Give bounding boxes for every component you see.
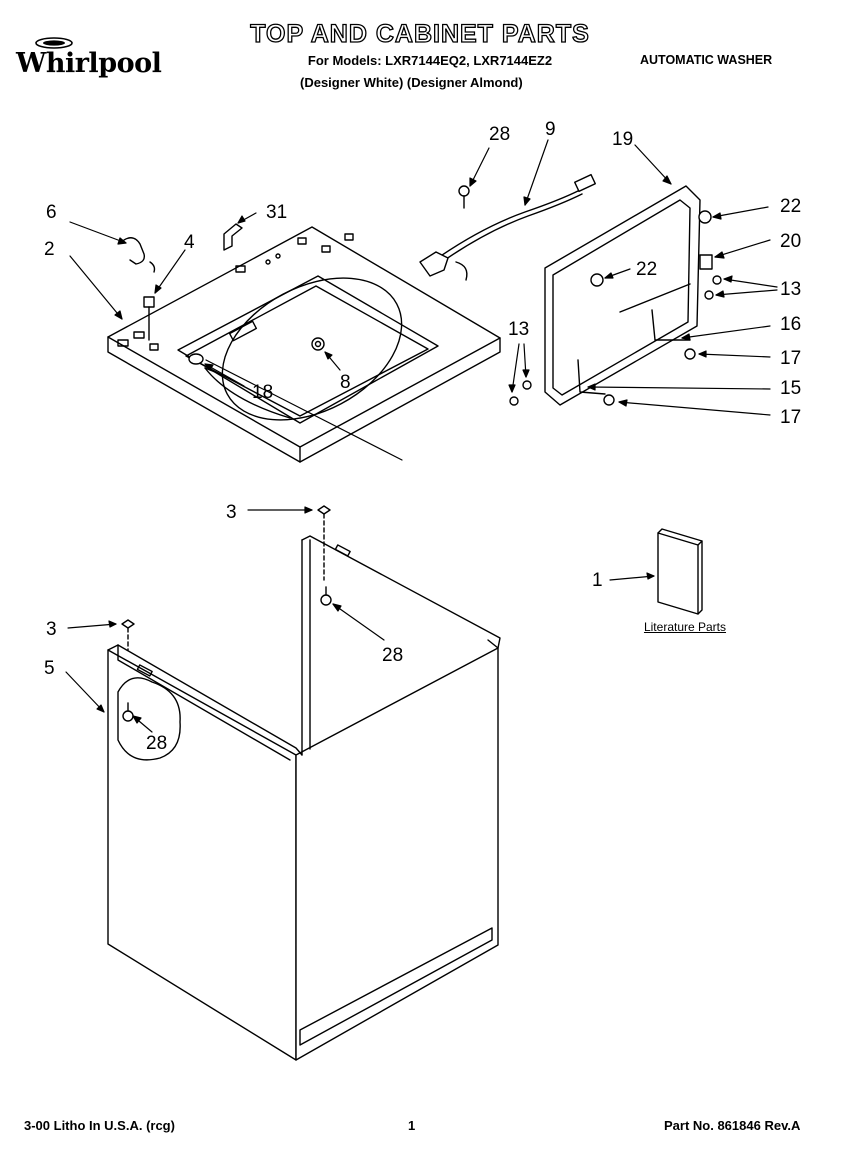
literature-parts-label: Literature Parts: [643, 620, 727, 634]
callout-28-mid: 28: [382, 645, 403, 666]
part-17-bushing-lower: [603, 394, 615, 406]
washer-top-panel: [107, 226, 501, 463]
brand-name: Whirlpool: [16, 48, 162, 79]
callout-leaders: [65, 139, 778, 733]
callout-18: 18: [252, 382, 273, 403]
page-title: TOP AND CABINET PARTS: [250, 19, 590, 48]
callout-13-right: 13: [780, 279, 801, 300]
part-3-clip-lower: [121, 619, 135, 651]
callout-5: 5: [44, 658, 55, 679]
callout-19: 19: [612, 129, 633, 150]
callout-20: 20: [780, 231, 801, 252]
part-13-screws-left: [509, 380, 532, 406]
part-28-screw-mid: [320, 586, 332, 606]
callout-8: 8: [340, 372, 351, 393]
variants-line: (Designer White) (Designer Almond): [300, 75, 523, 90]
part-8-hinge-screw: [311, 337, 325, 351]
callout-17-lower: 17: [780, 407, 801, 428]
callout-28-low: 28: [146, 733, 167, 754]
callout-1: 1: [592, 570, 603, 591]
part-15-hinge-rod: [577, 359, 606, 395]
logo-swoosh-icon: [35, 37, 73, 49]
callout-15: 15: [780, 378, 801, 399]
part-20-actuator: [699, 254, 713, 270]
footer-part-number: Part No. 861846 Rev.A: [664, 1118, 801, 1133]
part-3-clip-upper: [317, 505, 331, 581]
part-16-hinge-rod: [651, 309, 691, 341]
product-type: AUTOMATIC WASHER: [640, 53, 773, 67]
callout-13-left: 13: [508, 319, 529, 340]
footer-page-number: 1: [408, 1118, 416, 1133]
models-line: For Models: LXR7144EQ2, LXR7144EZ2: [307, 53, 553, 68]
callout-3-upper: 3: [226, 502, 237, 523]
callout-17-upper: 17: [780, 348, 801, 369]
callout-6: 6: [46, 202, 57, 223]
part-4-switch: [143, 296, 155, 341]
callout-16: 16: [780, 314, 801, 335]
part-17-bushing-upper: [684, 348, 696, 360]
part-22-bumper-right: [698, 210, 712, 224]
callout-22-mid: 22: [636, 259, 657, 280]
part-1-literature: [657, 528, 703, 615]
part-28-screw-top: [458, 185, 470, 209]
part-5-cabinet: [107, 535, 501, 1061]
brand-logo: Whirlpool: [16, 37, 162, 79]
part-9-wire-harness: [419, 173, 596, 281]
callout-2: 2: [44, 239, 55, 260]
part-18-grommet: [188, 353, 216, 373]
footer-litho: 3-00 Litho In U.S.A. (rcg): [24, 1118, 175, 1133]
part-6-clip: [123, 237, 156, 273]
part-13-screws-right: [704, 275, 722, 300]
part-31-bracket: [223, 223, 243, 251]
callout-31: 31: [266, 202, 287, 223]
callout-labels: 28 9 19 6 31 2 4 22 20 22 13 16 13 17 15…: [44, 119, 801, 754]
callout-28-top: 28: [489, 124, 510, 145]
part-22-bumper-mid: [590, 273, 604, 287]
callout-9: 9: [545, 119, 556, 140]
callout-4: 4: [184, 232, 195, 253]
callout-22-right: 22: [780, 196, 801, 217]
part-19-lid: [544, 185, 701, 406]
callout-3-lower: 3: [46, 619, 57, 640]
